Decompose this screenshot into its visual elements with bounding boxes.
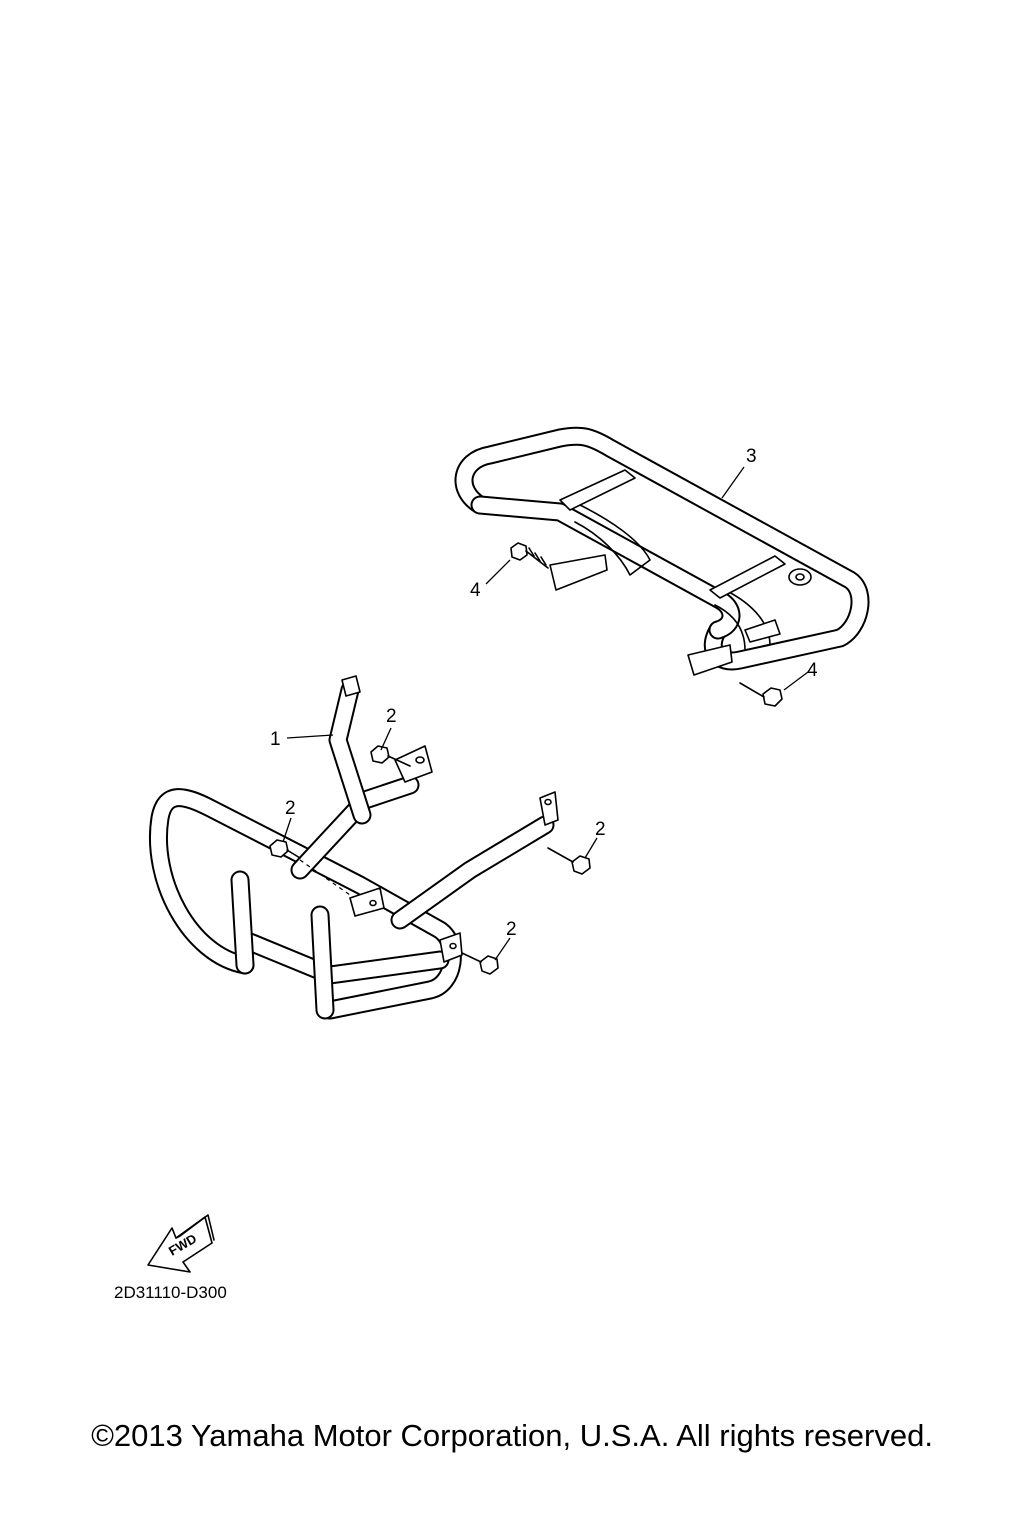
callout-4b: 4 <box>807 660 818 681</box>
carrier-strap-right <box>709 555 786 599</box>
bolt-4a <box>510 542 549 569</box>
copyright-notice: ©2013 Yamaha Motor Corporation, U.S.A. A… <box>91 1418 933 1453</box>
guard-bracket-mid <box>349 887 385 917</box>
carrier-bracket-left <box>549 554 608 591</box>
callout-2d: 2 <box>506 919 517 940</box>
callout-2a: 2 <box>386 706 397 727</box>
callout-4a: 4 <box>470 580 481 601</box>
rear-carrier <box>454 426 870 676</box>
front-guard <box>149 675 559 1020</box>
stay-top-tab <box>341 675 361 697</box>
carrier-bracket-right <box>687 644 733 676</box>
bolt-2b <box>269 839 301 859</box>
bolt-2d <box>461 952 499 975</box>
callout-3: 3 <box>746 446 757 467</box>
diagram-code: 2D31110-D300 <box>114 1283 227 1302</box>
rail-tab-upper <box>394 745 433 783</box>
bolt-2a <box>370 745 411 767</box>
carrier-strap-left <box>559 469 636 511</box>
rail-tab-right <box>539 791 559 826</box>
callout-2b: 2 <box>285 798 296 819</box>
bolt-4b <box>739 682 783 707</box>
callout-1: 1 <box>270 729 281 750</box>
bolt-2c <box>547 847 591 875</box>
callout-2c: 2 <box>595 819 606 840</box>
fwd-arrow-icon: FWD <box>147 1214 215 1273</box>
